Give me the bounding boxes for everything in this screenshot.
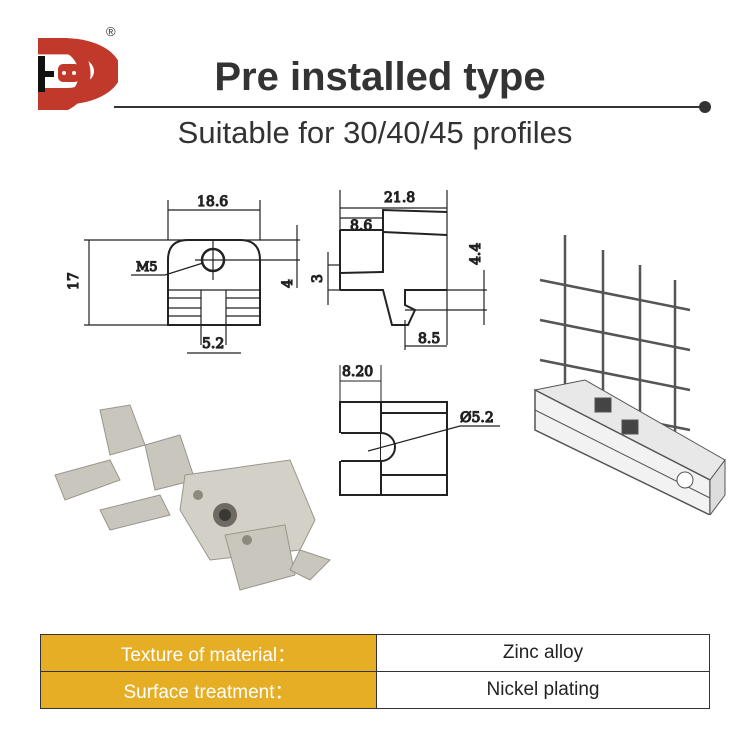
side-view-drawing bbox=[327, 190, 487, 350]
dim-length: 21.8 bbox=[384, 190, 415, 206]
spec-label-material: Texture of material： bbox=[40, 634, 377, 672]
spec-value-material: Zinc alloy bbox=[376, 634, 710, 672]
spec-table: Texture of material： Zinc alloy Surface … bbox=[40, 634, 710, 709]
spec-label-surface: Surface treatment： bbox=[40, 671, 377, 709]
dim-thread: M5 bbox=[136, 260, 158, 275]
dim-top-width: 8.20 bbox=[342, 364, 373, 380]
dim-hole-dia: Ø5.2 bbox=[460, 410, 494, 426]
dim-height: 17 bbox=[66, 272, 82, 290]
spec-value-surface: Nickel plating bbox=[376, 671, 710, 709]
front-view-drawing bbox=[84, 200, 300, 354]
table-row: Texture of material： Zinc alloy bbox=[40, 634, 710, 672]
dim-head: 8.6 bbox=[350, 218, 372, 234]
product-photo bbox=[54, 404, 331, 591]
page-subtitle: Suitable for 30/40/45 profiles bbox=[177, 115, 573, 150]
dim-hole-offset: 4 bbox=[280, 279, 296, 288]
dim-tongue: 4.4 bbox=[468, 243, 484, 265]
dim-step: 3 bbox=[310, 274, 326, 283]
application-illustration bbox=[533, 235, 726, 515]
dim-width: 18.6 bbox=[197, 194, 228, 210]
dim-slot: 5.2 bbox=[202, 336, 224, 352]
divider-dot bbox=[699, 101, 711, 113]
page-title: Pre installed type bbox=[214, 55, 546, 99]
registered-mark: ® bbox=[106, 24, 116, 39]
brand-logo bbox=[38, 38, 118, 110]
top-view-drawing bbox=[339, 365, 500, 496]
technical-drawings: 18.6 17 M5 4 5.2 21.8 8.6 3 4.4 8.5 8.20… bbox=[65, 189, 500, 496]
table-row: Surface treatment： Nickel plating bbox=[40, 671, 710, 709]
title-divider bbox=[114, 106, 704, 108]
dim-hook: 8.5 bbox=[418, 331, 440, 347]
